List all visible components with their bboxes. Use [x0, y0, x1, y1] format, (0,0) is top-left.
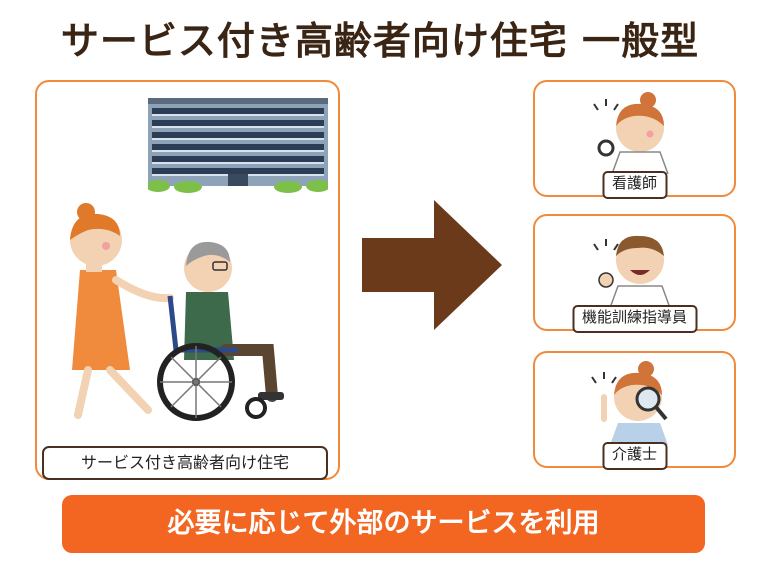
staff-panel-nurse: 看護師 — [533, 80, 736, 199]
page-title: サービス付き高齢者向け住宅 一般型 — [60, 19, 700, 63]
apartment-building-icon — [148, 98, 328, 193]
right-arrow-icon — [362, 200, 502, 330]
caregiver-icon — [590, 361, 668, 445]
external-services-banner: 必要に応じて外部のサービスを利用 — [62, 495, 705, 553]
trainer-icon — [592, 235, 671, 308]
staff-panel-caregiver: 介護士 — [533, 351, 736, 470]
staff-panel-trainer: 機能訓練指導員 — [533, 214, 736, 333]
housing-label: サービス付き高齢者向け住宅 — [42, 446, 328, 480]
staff-label-trainer: 機能訓練指導員 — [571, 305, 698, 333]
staff-label-nurse: 看護師 — [601, 171, 668, 199]
staff-label-caregiver: 介護士 — [601, 442, 668, 470]
caregiver-with-wheelchair-icon — [70, 203, 284, 421]
nurse-icon — [592, 92, 669, 174]
